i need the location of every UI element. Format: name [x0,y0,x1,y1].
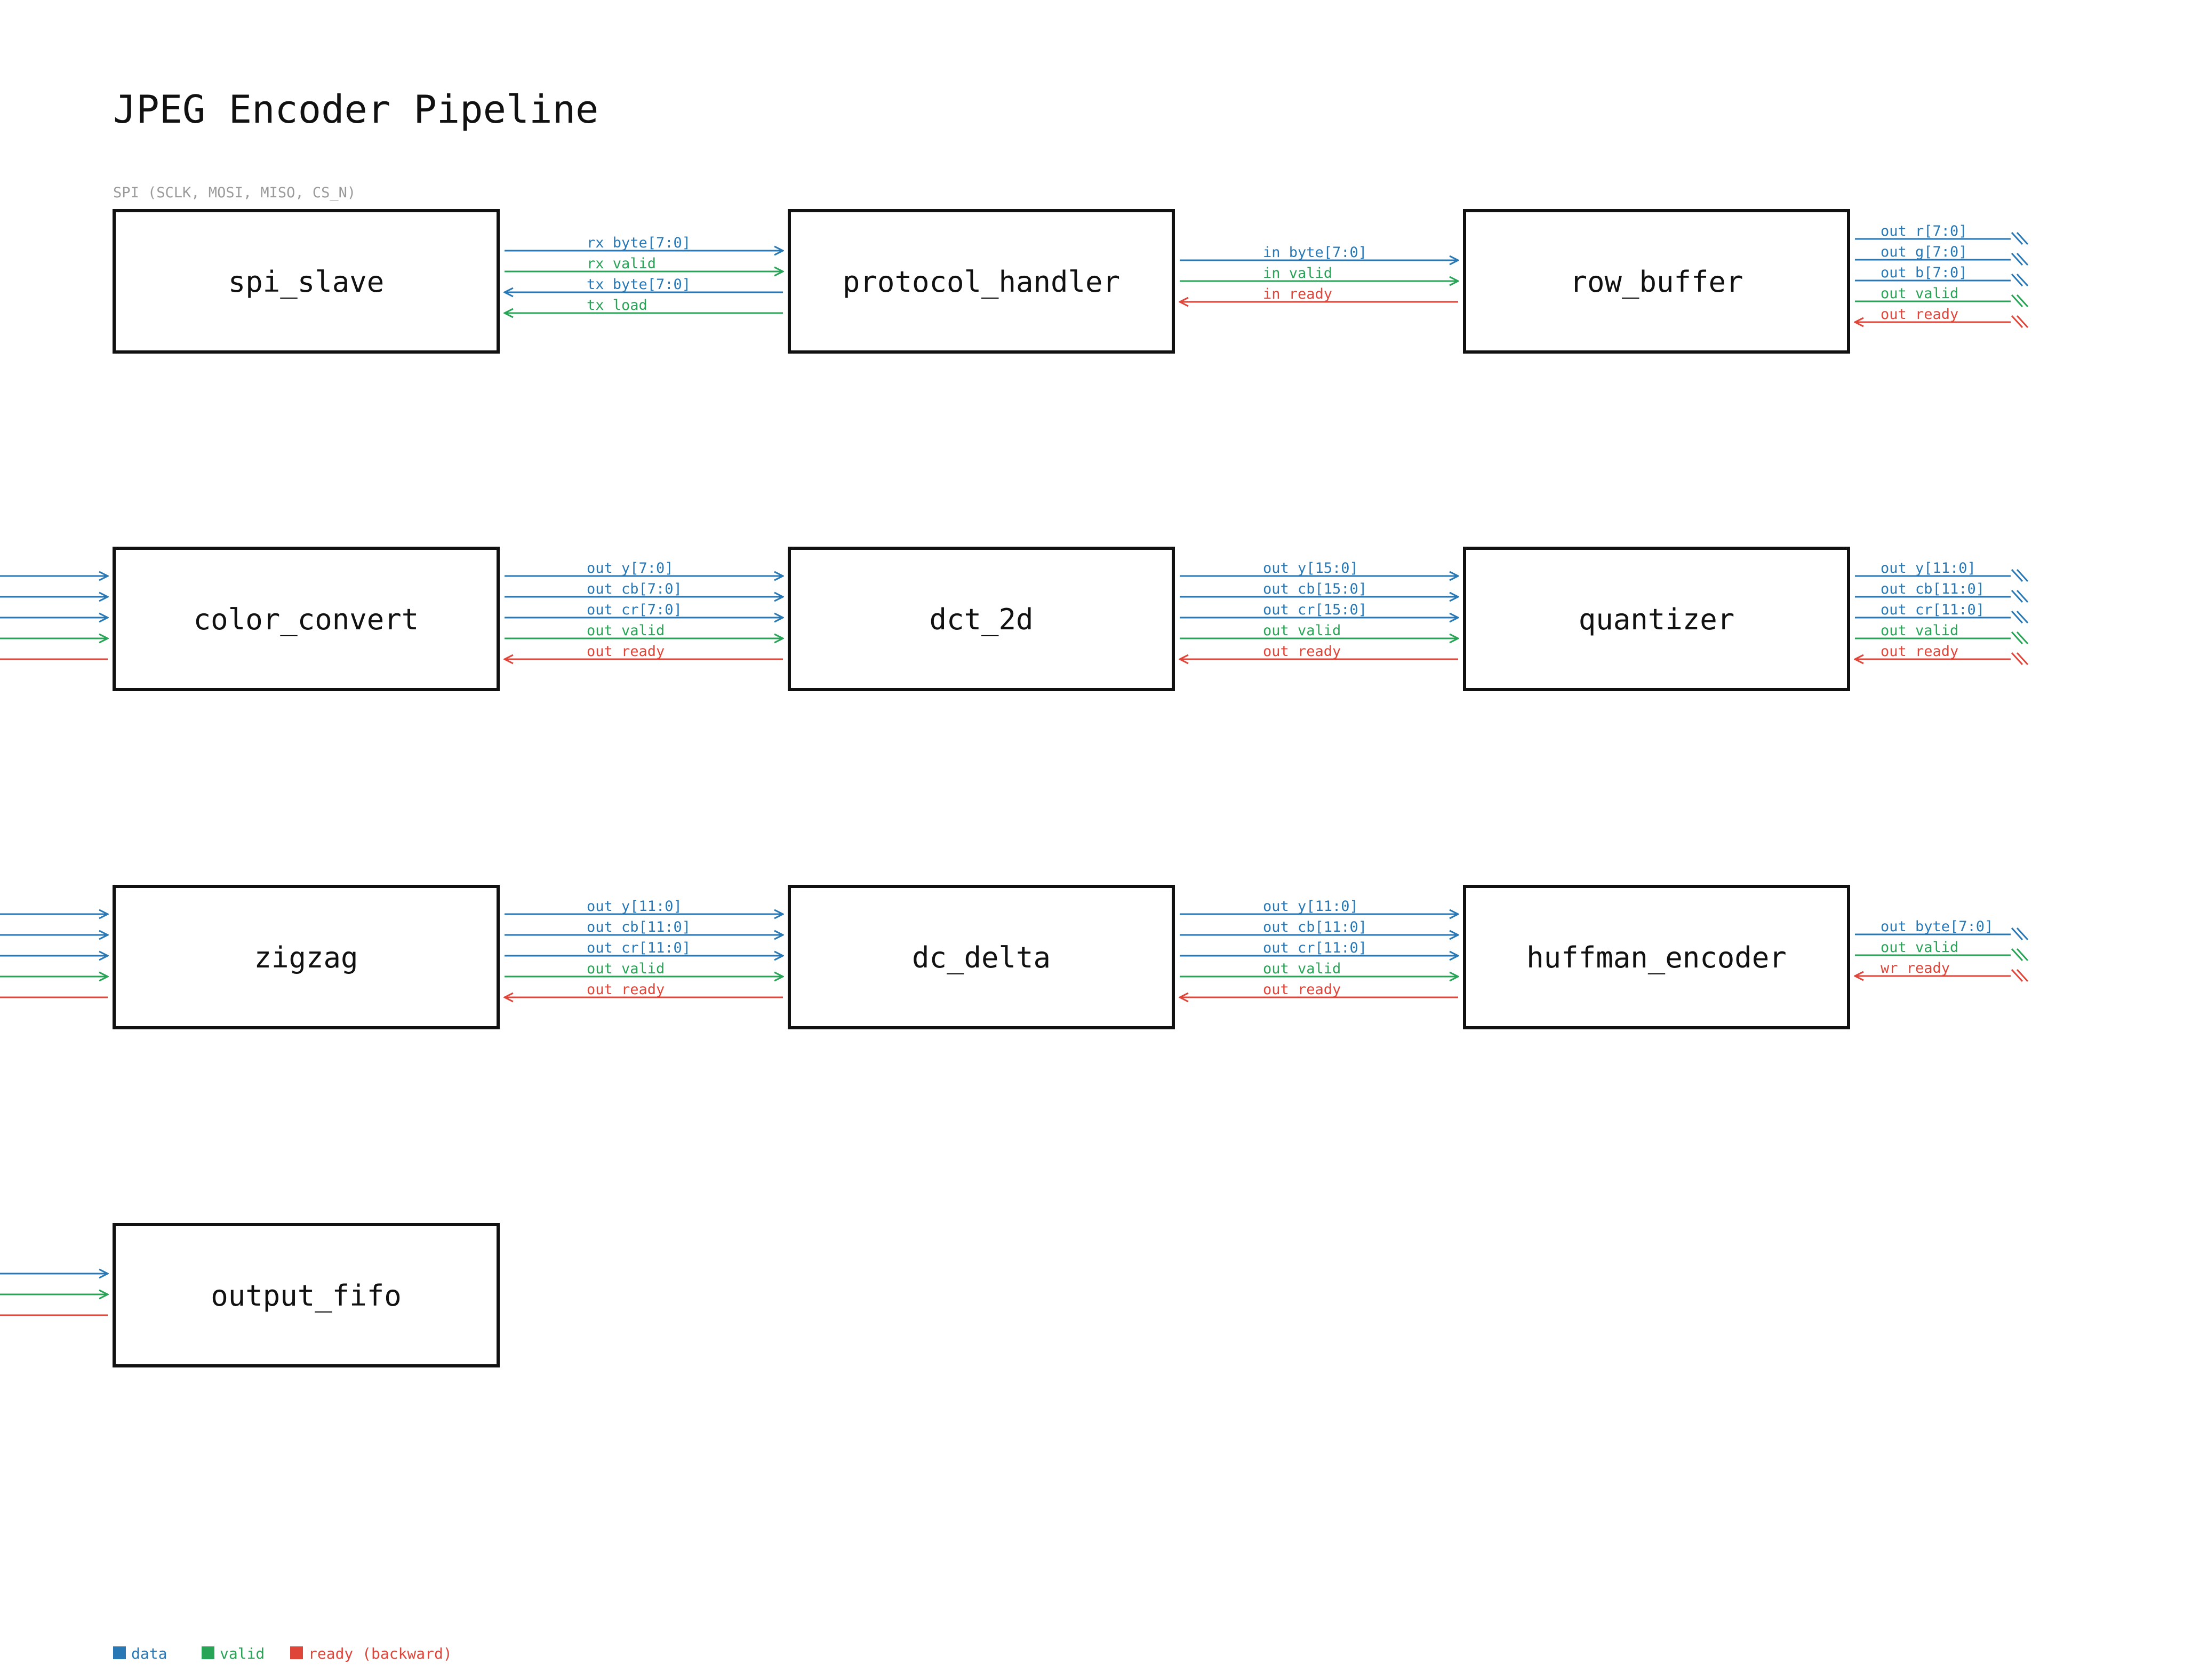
block-color-convert: color_convert [113,547,500,691]
signal-label: out_byte[7:0] [1881,918,1993,935]
block-protocol-handler-name: protocol_handler [843,265,1120,299]
legend-swatch-ready [290,1646,303,1659]
legend: data valid ready (backward) [113,1645,452,1662]
continuation-mark [2011,948,2029,962]
signals-row-buffer-out: out_r[7:0] out_g[7:0] out_b[7:0] out_valido… [1855,223,2029,329]
block-dct-2d: dct_2d [788,547,1175,691]
signals-dct-to-quantizer: out_y[15:0] out_cb[15:0] out_cr[15:0] out_v… [1180,560,1458,660]
continuation-mark [2011,969,2029,982]
legend-swatch-valid [202,1646,214,1659]
signal-label: out_ready [1263,981,1341,998]
signal-label: out_cr[7:0] [587,602,682,618]
block-spi-slave: spi_slave [113,209,500,354]
signal-label: out_ready [1263,643,1341,660]
block-dc-delta-name: dc_delta [912,941,1051,974]
continuation-mark [2011,610,2029,624]
signals-zigzag-in [0,914,108,998]
signal-label: out_cb[11:0] [587,919,691,935]
signals-output-fifo-in [0,1274,108,1316]
signal-label: out_b[7:0] [1881,265,1967,281]
signal-label: out_y[15:0] [1263,560,1358,577]
signal-label: out_y[11:0] [1881,560,1976,577]
signal-label: in_byte[7:0] [1263,244,1367,261]
signal-label: tx_byte[7:0] [587,276,691,293]
continuation-mark [2011,294,2029,308]
signal-label: out_cr[15:0] [1263,602,1367,618]
block-color-convert-name: color_convert [194,603,419,636]
signals-zigzag-to-dc-delta: out_y[11:0] out_cb[11:0] out_cr[11:0] out_v… [505,898,783,998]
block-spi-slave-name: spi_slave [228,265,385,299]
signal-label: out_valid [1881,285,1958,302]
signal-label: out_ready [587,981,665,998]
signal-label: out_ready [1881,306,1958,323]
signal-label: out_y[7:0] [587,560,674,577]
block-huffman-encoder: huffman_encoder [1463,885,1850,1029]
continuation-mark [2011,273,2029,287]
signal-label: out_cb[15:0] [1263,581,1367,597]
signal-label: out_cr[11:0] [587,940,691,956]
signal-label: tx_load [587,297,647,314]
block-zigzag: zigzag [113,885,500,1029]
signal-label: out_valid [1263,622,1341,639]
signal-label: out_cr[11:0] [1263,940,1367,956]
signals-dc-delta-to-huffman: out_y[11:0] out_cb[11:0] out_cr[11:0] out_v… [1180,898,1458,998]
continuation-mark [2011,315,2029,329]
block-output-fifo-name: output_fifo [211,1279,402,1313]
signals-huffman-out: out_byte[7:0] out_valid wr_ready [1855,918,2029,982]
block-row-buffer-name: row_buffer [1570,265,1743,299]
signals-color-convert-to-dct: out_y[7:0] out_cb[7:0] out_cr[7:0] out_vali… [505,560,783,660]
continuation-mark [2011,927,2029,941]
signal-label: out_cb[11:0] [1881,581,1985,597]
continuation-mark [2011,252,2029,266]
block-output-fifo: output_fifo [113,1223,500,1367]
signal-label: out_cb[7:0] [587,581,682,597]
signal-label: out_r[7:0] [1881,223,1967,239]
signal-label: out_valid [1881,939,1958,956]
signal-label: rx_byte[7:0] [587,235,691,251]
continuation-mark [2011,569,2029,582]
signal-label: out_y[11:0] [1263,898,1358,915]
continuation-mark [2011,589,2029,603]
block-huffman-encoder-name: huffman_encoder [1526,941,1787,974]
diagram-title: JPEG Encoder Pipeline [113,87,598,132]
signal-label: in_valid [1263,265,1332,282]
signal-label: out_cb[11:0] [1263,919,1367,935]
block-dc-delta: dc_delta [788,885,1175,1029]
signals-protocol-to-row-buffer: in_byte[7:0] in_valid in_ready [1180,244,1458,302]
signal-label: wr_ready [1881,960,1950,977]
continuation-mark [2011,631,2029,645]
legend-label-data: data [131,1645,167,1662]
block-quantizer-name: quantizer [1579,603,1735,636]
continuation-mark [2011,231,2029,245]
continuation-mark [2011,652,2029,666]
signal-label: out_cr[11:0] [1881,602,1985,618]
spi-interface-note: SPI (SCLK, MOSI, MISO, CS_N) [113,185,356,201]
signal-label: out_valid [587,622,665,639]
block-zigzag-name: zigzag [254,941,358,974]
signals-quantizer-out: out_y[11:0] out_cb[11:0] out_cr[11:0] out_v… [1855,560,2029,666]
signal-label: out_valid [1881,622,1958,639]
signal-label: out_ready [587,643,665,660]
signals-color-convert-in [0,576,108,660]
block-dct-2d-name: dct_2d [929,603,1033,636]
block-quantizer: quantizer [1463,547,1850,691]
legend-label-ready: ready (backward) [308,1645,452,1662]
signal-label: out_valid [1263,961,1341,977]
signals-spi-to-protocol: rx_byte[7:0] rx_valid tx_byte[7:0] tx_load [505,235,783,314]
signal-label: out_g[7:0] [1881,244,1967,260]
signal-label: rx_valid [587,255,656,272]
legend-label-valid: valid [220,1645,265,1662]
signal-label: out_ready [1881,643,1958,660]
block-row-buffer: row_buffer [1463,209,1850,354]
signal-label: out_y[11:0] [587,898,682,915]
signal-label: out_valid [587,961,665,977]
block-protocol-handler: protocol_handler [788,209,1175,354]
signal-label: in_ready [1263,286,1332,302]
legend-swatch-data [113,1646,126,1659]
